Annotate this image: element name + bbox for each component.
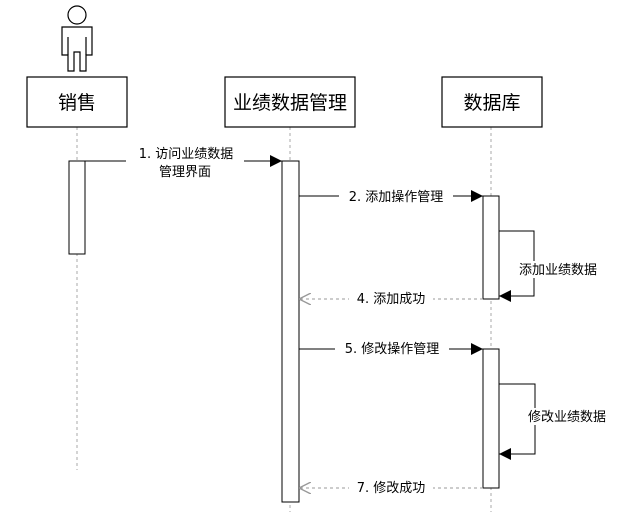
message-5: 5. 修改操作管理 — [299, 341, 483, 358]
actor-icon — [61, 5, 93, 72]
message-1: 1. 访问业绩数据 管理界面 — [85, 146, 282, 181]
participant-perf-label: 业绩数据管理 — [233, 92, 347, 114]
message-7-label: 7. 修改成功 — [357, 481, 426, 496]
message-1-label-line1: 1. 访问业绩数据 — [139, 147, 234, 162]
message-4: 4. 添加成功 — [299, 291, 483, 308]
participant-db: 数据库 — [441, 76, 543, 128]
activation-db-2 — [482, 348, 500, 489]
message-6-label: 修改业绩数据 — [528, 410, 606, 425]
activation-db-1 — [482, 195, 500, 300]
participant-sales-label: 销售 — [58, 92, 96, 114]
activation-sales — [68, 160, 86, 255]
message-6: 修改业绩数据 — [499, 383, 615, 460]
message-3: 添加业绩数据 — [499, 230, 604, 302]
message-7: 7. 修改成功 — [299, 480, 483, 497]
participant-sales: 销售 — [26, 76, 128, 128]
message-4-label: 4. 添加成功 — [357, 292, 426, 307]
activation-perf — [281, 160, 300, 503]
message-1-label-line2: 管理界面 — [159, 165, 211, 180]
participant-db-label: 数据库 — [463, 92, 520, 114]
participant-perf: 业绩数据管理 — [224, 76, 356, 128]
message-5-label: 5. 修改操作管理 — [345, 341, 440, 357]
message-2: 2. 添加操作管理 — [299, 189, 483, 206]
message-2-label: 2. 添加操作管理 — [349, 189, 444, 205]
message-3-label: 添加业绩数据 — [519, 263, 597, 278]
